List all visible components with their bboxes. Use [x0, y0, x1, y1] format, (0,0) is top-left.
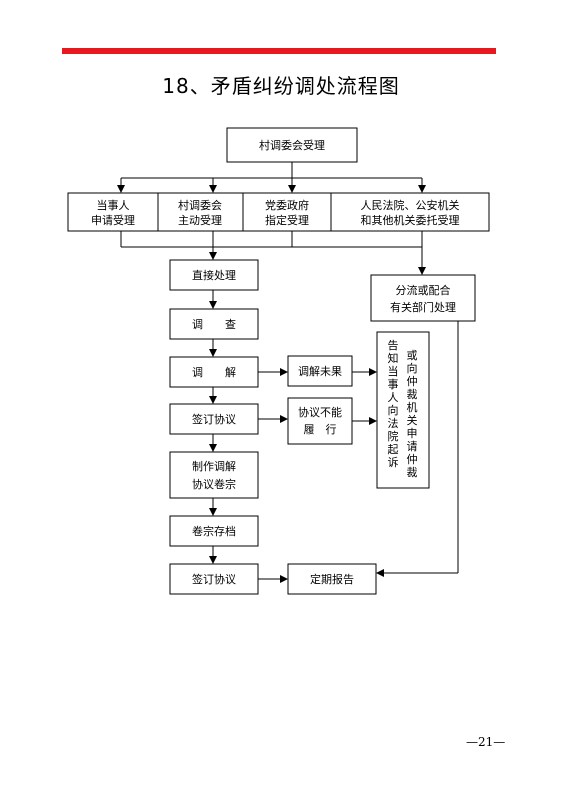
label-sign-agreement-1: 签订协议: [192, 412, 236, 426]
node-divert-box: [370, 274, 476, 322]
notify-glyph: 告: [388, 339, 399, 352]
page-title: 18、矛盾纠纷调处流程图: [162, 74, 400, 98]
node-make-file-box: [169, 451, 259, 499]
page-number: —21—: [466, 735, 506, 749]
label-divert-1: 分流或配合: [396, 283, 451, 297]
notify-glyph: 起: [388, 443, 399, 456]
node-direct-handle-box: [169, 259, 259, 291]
node-file-archive-box: [169, 515, 259, 547]
notify-glyph: 人: [388, 391, 399, 404]
notify-glyph: 或: [407, 349, 418, 362]
node-mediation-failed-box: [287, 355, 353, 387]
notify-glyph: 诉: [388, 456, 399, 469]
label-direct-handle: 直接处理: [192, 268, 236, 282]
label-cannot-perform-2: 履 行: [304, 423, 337, 436]
notify-glyph: 机: [407, 400, 418, 414]
label-village-accept: 村调委会受理: [259, 138, 325, 152]
label-court-police-1: 人民法院、公安机关: [361, 198, 460, 212]
label-mediate: 调 解: [192, 365, 236, 379]
label-make-file-1: 制作调解: [192, 459, 236, 473]
label-village-active-2: 主动受理: [178, 214, 222, 227]
notify-glyph: 裁: [407, 388, 418, 401]
notify-glyph: 向: [388, 403, 399, 417]
notify-glyph: 事: [388, 378, 399, 391]
label-divert-2: 有关部门处理: [390, 300, 456, 314]
label-file-archive: 卷宗存档: [192, 524, 236, 538]
top-red-rule: [62, 48, 496, 54]
notify-glyph: 知: [388, 351, 399, 365]
label-investigate: 调 查: [192, 317, 236, 331]
label-make-file-2: 协议卷宗: [192, 477, 236, 491]
label-mediation-failed: 调解未果: [298, 364, 342, 378]
node-regular-report-box: [287, 563, 377, 595]
notify-glyph: 法: [388, 416, 399, 430]
notify-glyph: 仲: [407, 374, 418, 388]
acceptance-row-box: [67, 192, 490, 232]
label-party-apply-2: 申请受理: [91, 214, 135, 227]
label-regular-report: 定期报告: [310, 572, 354, 586]
notify-glyph: 关: [407, 413, 418, 427]
label-party-gov-1: 党委政府: [265, 198, 309, 212]
notify-glyph: 裁: [407, 466, 418, 479]
notify-glyph: 仲: [407, 452, 418, 466]
label-cannot-perform-1: 协议不能: [298, 405, 342, 419]
label-village-active-1: 村调委会: [178, 198, 222, 212]
node-cannot-perform-box: [287, 397, 353, 445]
label-court-police-2: 和其他机关委托受理: [361, 213, 460, 227]
notify-glyph: 申: [407, 427, 418, 440]
node-notify-box: [376, 331, 430, 489]
node-investigate-box: [169, 308, 259, 340]
label-party-apply-1: 当事人: [97, 198, 130, 212]
notify-glyph: 院: [388, 429, 399, 443]
notify-glyph: 向: [407, 361, 418, 375]
label-sign-agreement-2: 签订协议: [192, 572, 236, 586]
notify-glyph: 当: [388, 364, 399, 378]
label-party-gov-2: 指定受理: [265, 213, 309, 227]
notify-glyph: 请: [407, 440, 418, 453]
